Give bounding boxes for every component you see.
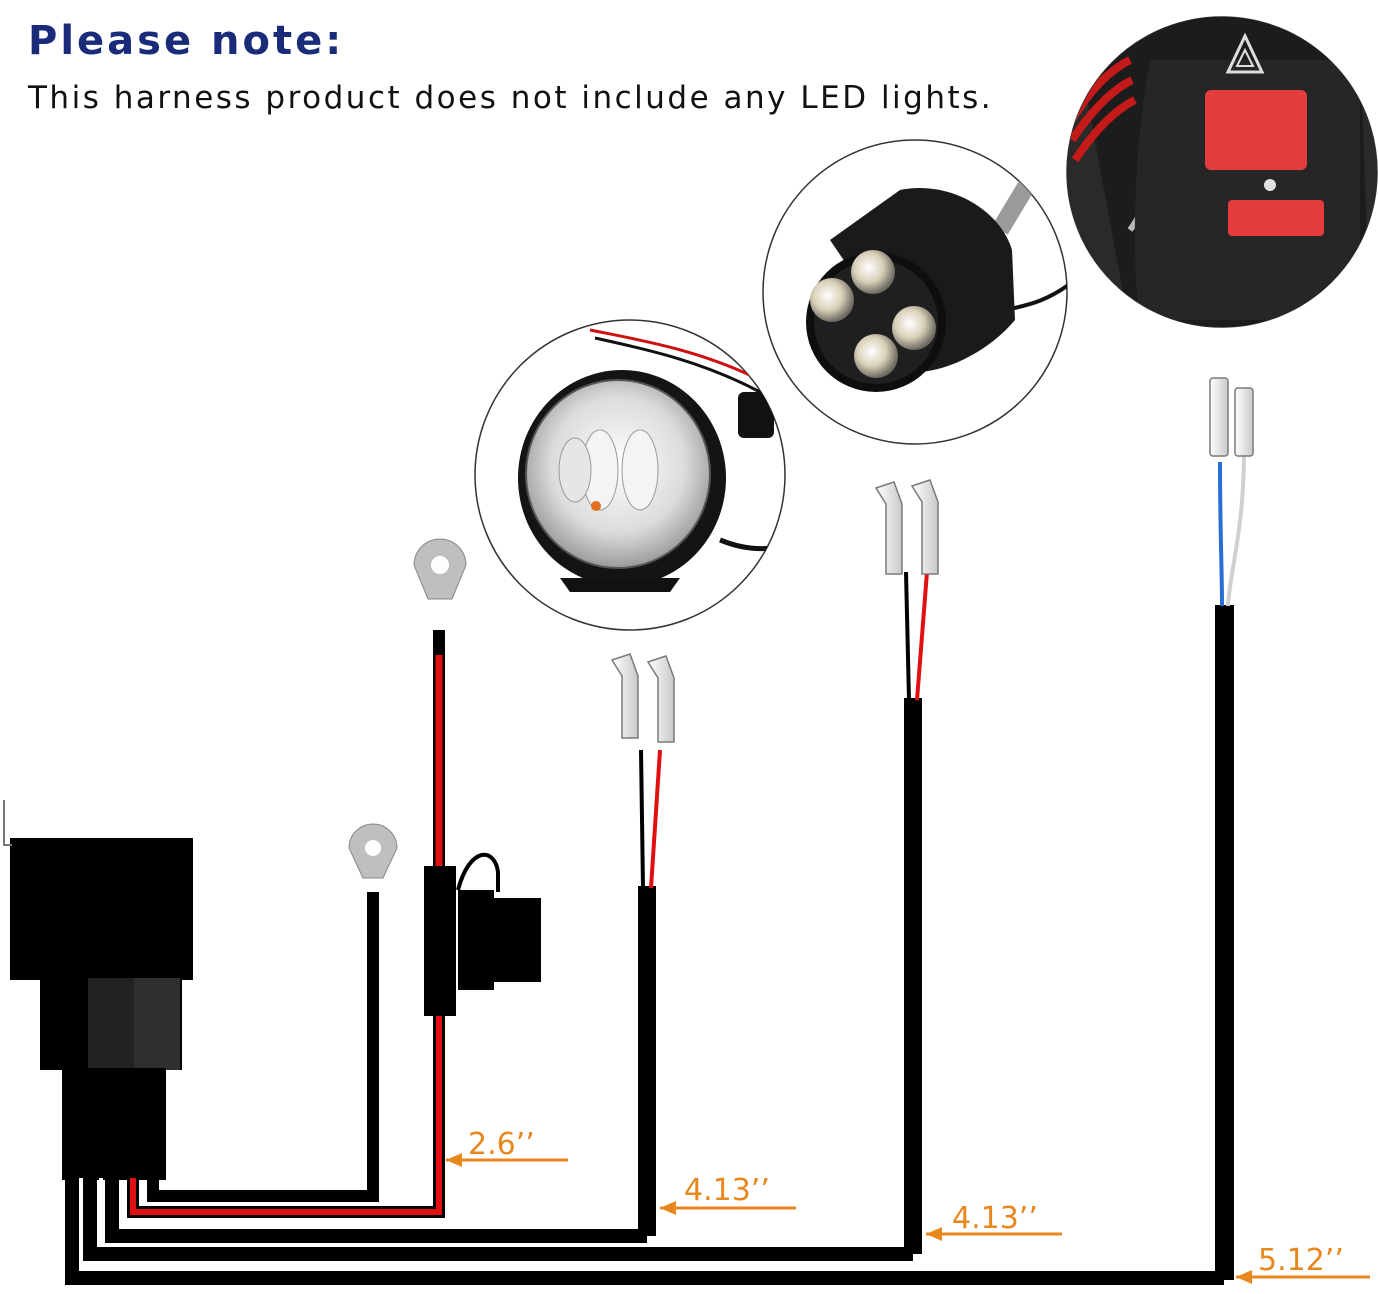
- dimension-light1: 4.13’’: [660, 1173, 796, 1215]
- four-led-spot-light-icon: [762, 139, 1068, 445]
- light1-terminals: [610, 653, 675, 743]
- hazard-switch-icon: [1066, 16, 1378, 328]
- wire-ground-black: [147, 892, 379, 1202]
- ground-ring-terminal: [348, 823, 398, 879]
- power-ring-terminal: [413, 538, 467, 600]
- length-switch: 5.12’’: [1258, 1243, 1344, 1278]
- dimension-switch: 5.12’’: [1236, 1243, 1370, 1284]
- notice-text: This harness product does not include an…: [28, 80, 994, 116]
- light2-terminals: [874, 479, 939, 575]
- length-light2: 4.13’’: [952, 1201, 1038, 1236]
- wire-light1-trunk: [105, 1178, 647, 1243]
- harness-wires: [65, 892, 1224, 1285]
- wire-light2-trunk: [83, 1178, 913, 1261]
- switch-terminals: [1209, 377, 1254, 457]
- fuse-holder: [424, 630, 541, 1016]
- length-power: 2.6’’: [468, 1127, 535, 1162]
- notice-title: Please note:: [28, 18, 345, 64]
- length-light1: 4.13’’: [684, 1173, 770, 1208]
- wire-switch-trunk: [65, 1178, 1224, 1285]
- round-led-fog-light-icon: [474, 319, 786, 631]
- relay: [3, 800, 193, 1180]
- light-lead-2: [874, 479, 939, 1254]
- dimension-power: 2.6’’: [446, 1127, 568, 1167]
- light-lead-1: [610, 653, 675, 1236]
- switch-lead: [1209, 377, 1254, 1280]
- dimension-light2: 4.13’’: [926, 1201, 1062, 1241]
